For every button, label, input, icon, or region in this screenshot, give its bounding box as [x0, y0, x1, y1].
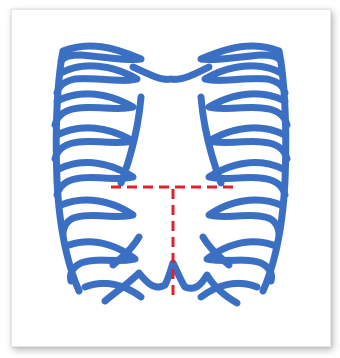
right-spine-edge: [263, 51, 286, 291]
right-rib-1: [201, 46, 281, 61]
rib-cage-diagram: [12, 10, 332, 348]
xiphoid-zigzag: [105, 263, 237, 303]
left-rib-1: [61, 46, 141, 61]
left-rib-7: [69, 242, 135, 281]
left-spine-edge: [56, 51, 79, 291]
right-rib-7: [207, 242, 273, 281]
right-rib-4: [209, 128, 287, 159]
left-rib-4: [55, 128, 133, 159]
right-rib-6: [209, 200, 281, 235]
right-rib-3: [209, 94, 287, 125]
left-rib-2: [57, 66, 137, 93]
left-rib-6: [61, 200, 133, 235]
left-rib-3: [55, 94, 133, 125]
right-rib-2: [205, 66, 285, 93]
manubrium-outline: [133, 67, 209, 79]
image-frame: [11, 9, 331, 347]
